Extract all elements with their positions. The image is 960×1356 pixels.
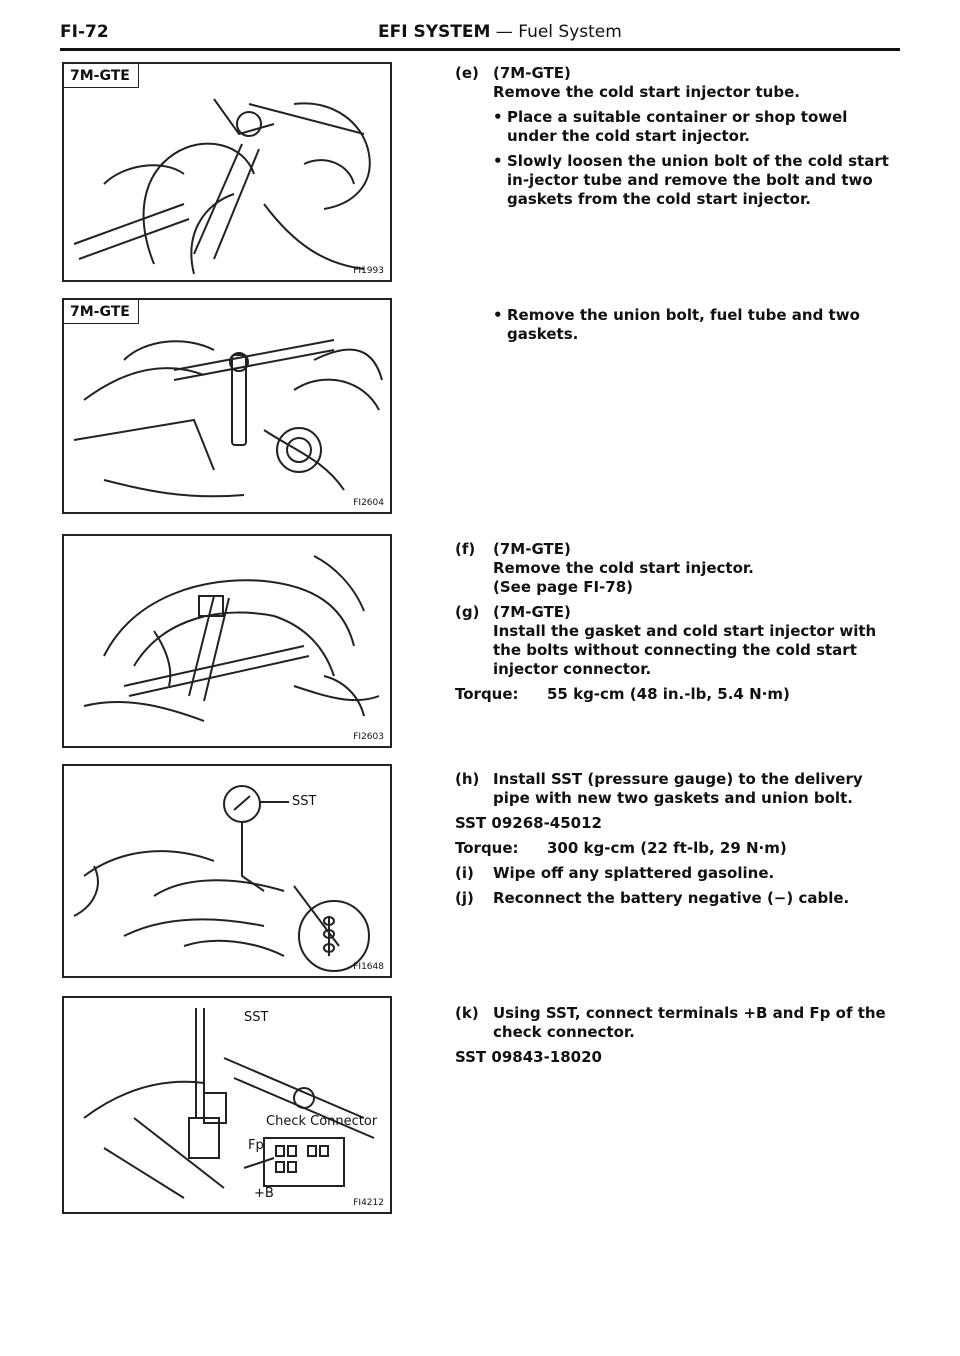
torque-label: Torque: <box>455 839 519 857</box>
figure-code: FI2603 <box>353 732 384 742</box>
step-h-j: (h) Install SST (pressure gauge) to the … <box>455 770 900 908</box>
figure-label: 7M-GTE <box>64 64 139 88</box>
section-title-rest: — Fuel System <box>490 22 622 42</box>
step-g-instruction: Install the gasket and cold start inject… <box>493 622 877 678</box>
step-letter: (h) <box>455 770 480 788</box>
callout-sst: SST <box>244 1010 269 1025</box>
step-g-engine: (7M-GTE) <box>493 603 571 621</box>
step-j-instruction: Reconnect the battery negative (−) cable… <box>493 889 850 907</box>
step-e-bullet-3-block: Remove the union bolt, fuel tube and two… <box>455 306 900 344</box>
step-e-engine: (7M-GTE) <box>493 64 571 82</box>
section-title-bold: EFI SYSTEM <box>378 22 491 42</box>
figure-pressure-gauge: SST FI1648 <box>62 764 392 978</box>
figure-label: 7M-GTE <box>64 300 139 324</box>
callout-sst: SST <box>292 794 317 809</box>
illustration-t-wrench <box>73 339 383 498</box>
figure-code: FI1993 <box>353 266 384 276</box>
step-h-torque: Torque: 300 kg-cm (22 ft-lb, 29 N·m) <box>455 839 900 858</box>
figure-code: FI2604 <box>353 498 384 508</box>
section-title: EFI SYSTEM — Fuel System <box>378 22 622 42</box>
figure-check-connector: SST Check Connector Fp +B FI4212 <box>62 996 392 1214</box>
illustration-hands-wrench <box>73 98 371 275</box>
page-header: FI-72 EFI SYSTEM — Fuel System <box>60 20 900 51</box>
step-i: (i) Wipe off any splattered gasoline. <box>455 864 900 883</box>
step-letter: (j) <box>455 889 474 907</box>
step-f-engine: (7M-GTE) <box>493 540 571 558</box>
step-k-instruction: Using SST, connect terminals +B and Fp o… <box>493 1004 886 1041</box>
step-e-bullet-1: Place a suitable container or shop towel… <box>455 108 900 146</box>
step-letter: (g) <box>455 603 480 621</box>
illustration-check-connector <box>83 1008 375 1199</box>
step-letter: (i) <box>455 864 474 882</box>
step-g: (g) (7M-GTE) Install the gasket and cold… <box>455 603 900 679</box>
step-e-instruction: Remove the cold start injector tube. <box>493 83 800 101</box>
figure-code: FI4212 <box>353 1198 384 1208</box>
callout-plus-b: +B <box>254 1186 274 1201</box>
step-letter: (k) <box>455 1004 479 1022</box>
page-number: FI-72 <box>60 22 109 42</box>
figure-code: FI1648 <box>353 962 384 972</box>
torque-label: Torque: <box>455 685 519 703</box>
step-e-bullet-2: Slowly loosen the union bolt of the cold… <box>455 152 900 209</box>
step-h-sst: SST 09268-45012 <box>455 814 602 832</box>
step-h: (h) Install SST (pressure gauge) to the … <box>455 770 900 808</box>
step-k-heading: (k) Using SST, connect terminals +B and … <box>455 1004 900 1042</box>
illustration-intake-manifold <box>83 555 380 722</box>
torque-value: 55 kg-cm (48 in.-lb, 5.4 N·m) <box>547 685 790 703</box>
callout-fp: Fp <box>248 1138 264 1153</box>
step-e: (e) (7M-GTE) Remove the cold start injec… <box>455 64 900 209</box>
step-k: (k) Using SST, connect terminals +B and … <box>455 1004 900 1067</box>
step-g-torque: Torque: 55 kg-cm (48 in.-lb, 5.4 N·m) <box>455 685 900 704</box>
step-letter: (f) <box>455 540 476 558</box>
step-letter: (e) <box>455 64 479 82</box>
callout-check-connector: Check Connector <box>266 1114 378 1129</box>
step-f-g: (f) (7M-GTE) Remove the cold start injec… <box>455 540 900 704</box>
illustration-pressure-gauge <box>73 785 370 972</box>
step-e-bullet-3: Remove the union bolt, fuel tube and two… <box>455 306 900 344</box>
step-f-reference: (See page FI-78) <box>493 578 634 596</box>
figure-cold-start-tube: 7M-GTE FI1993 <box>62 62 392 282</box>
step-k-sst: SST 09843-18020 <box>455 1048 602 1066</box>
step-f-instruction: Remove the cold start injector. <box>493 559 754 577</box>
step-j: (j) Reconnect the battery negative (−) c… <box>455 889 900 908</box>
step-i-instruction: Wipe off any splattered gasoline. <box>493 864 775 882</box>
torque-value: 300 kg-cm (22 ft-lb, 29 N·m) <box>547 839 787 857</box>
figure-union-bolt: 7M-GTE FI2604 <box>62 298 392 514</box>
step-f: (f) (7M-GTE) Remove the cold start injec… <box>455 540 900 597</box>
figure-injector-install: FI2603 <box>62 534 392 748</box>
step-h-instruction: Install SST (pressure gauge) to the deli… <box>493 770 863 807</box>
step-e-heading: (e) (7M-GTE) Remove the cold start injec… <box>455 64 900 102</box>
